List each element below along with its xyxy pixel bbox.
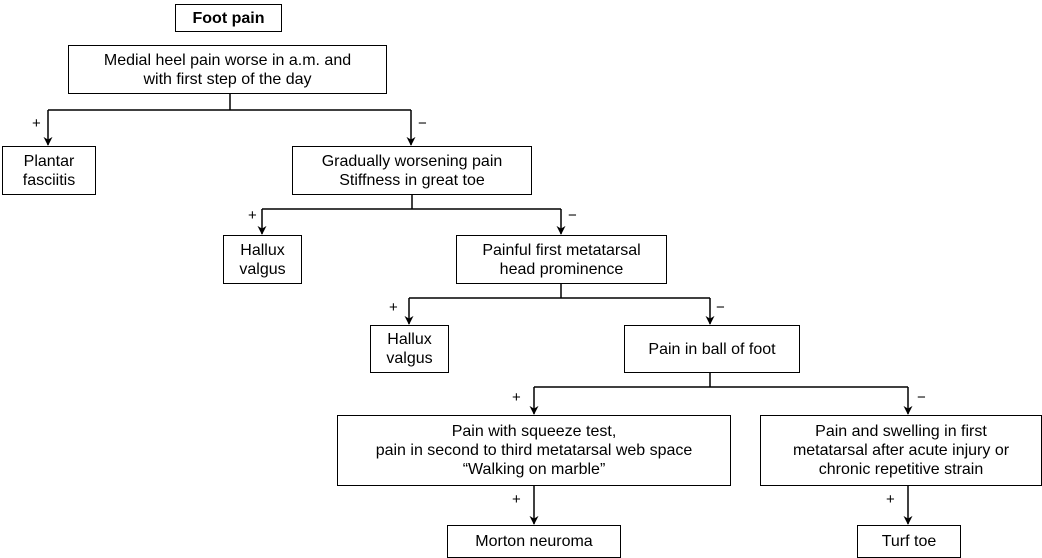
node-gradually-worsening: Gradually worsening pain Stiffness in gr… [292,146,532,195]
node-line: pain in second to third metatarsal web s… [375,442,693,459]
branch-sign-no: − [917,389,926,406]
node-line: Pain in ball of foot [648,340,776,358]
title-box: Foot pain [175,4,282,32]
node-line: metatarsal after acute injury or [792,442,1010,459]
node-line: Pain and swelling in first [815,423,987,440]
node-line: Stiffness in great toe [339,171,485,189]
branch-sign-yes: + [32,115,41,132]
node-hallux-valgus-1: Hallux valgus [223,235,302,284]
node-line: “Walking on marble” [462,461,606,478]
node-line: Painful first metatarsal [482,241,641,259]
node-turf-toe: Turf toe [857,525,961,558]
node-line: Medial heel pain worse in a.m. and [103,51,352,69]
node-squeeze-test: Pain with squeeze test, pain in second t… [337,415,731,486]
node-line: with first step of the day [143,70,312,88]
node-line: valgus [386,350,433,367]
node-line: Plantar [23,152,75,170]
node-pain-ball-of-foot: Pain in ball of foot [624,325,800,373]
node-line: fasciitis [22,171,76,189]
branch-sign-no: − [716,299,725,316]
branch-sign-yes: + [512,389,521,406]
node-line: chronic repetitive strain [818,461,984,478]
branch-sign-no: − [418,115,427,132]
node-plantar-fasciitis: Plantar fasciitis [2,146,96,195]
node-line: valgus [239,260,286,278]
node-swelling-first-metatarsal: Pain and swelling in first metatarsal af… [760,415,1042,486]
branch-sign-yes: + [886,491,895,508]
node-line: head prominence [499,260,624,278]
branch-sign-yes: + [512,491,521,508]
node-medial-heel: Medial heel pain worse in a.m. and with … [68,45,387,94]
branch-sign-yes: + [389,299,398,316]
node-line: Gradually worsening pain [321,152,503,170]
node-line: Turf toe [881,533,937,550]
branch-sign-yes: + [248,207,257,224]
node-line: Hallux [387,331,432,348]
node-line: Morton neuroma [475,533,593,550]
branch-sign-no: − [568,207,577,224]
node-line: Hallux [240,241,285,259]
node-hallux-valgus-2: Hallux valgus [370,325,449,373]
node-line: Pain with squeeze test, [451,423,617,440]
node-morton-neuroma: Morton neuroma [447,525,621,558]
diagram-title: Foot pain [192,9,265,27]
node-painful-first-metatarsal: Painful first metatarsal head prominence [456,235,667,284]
